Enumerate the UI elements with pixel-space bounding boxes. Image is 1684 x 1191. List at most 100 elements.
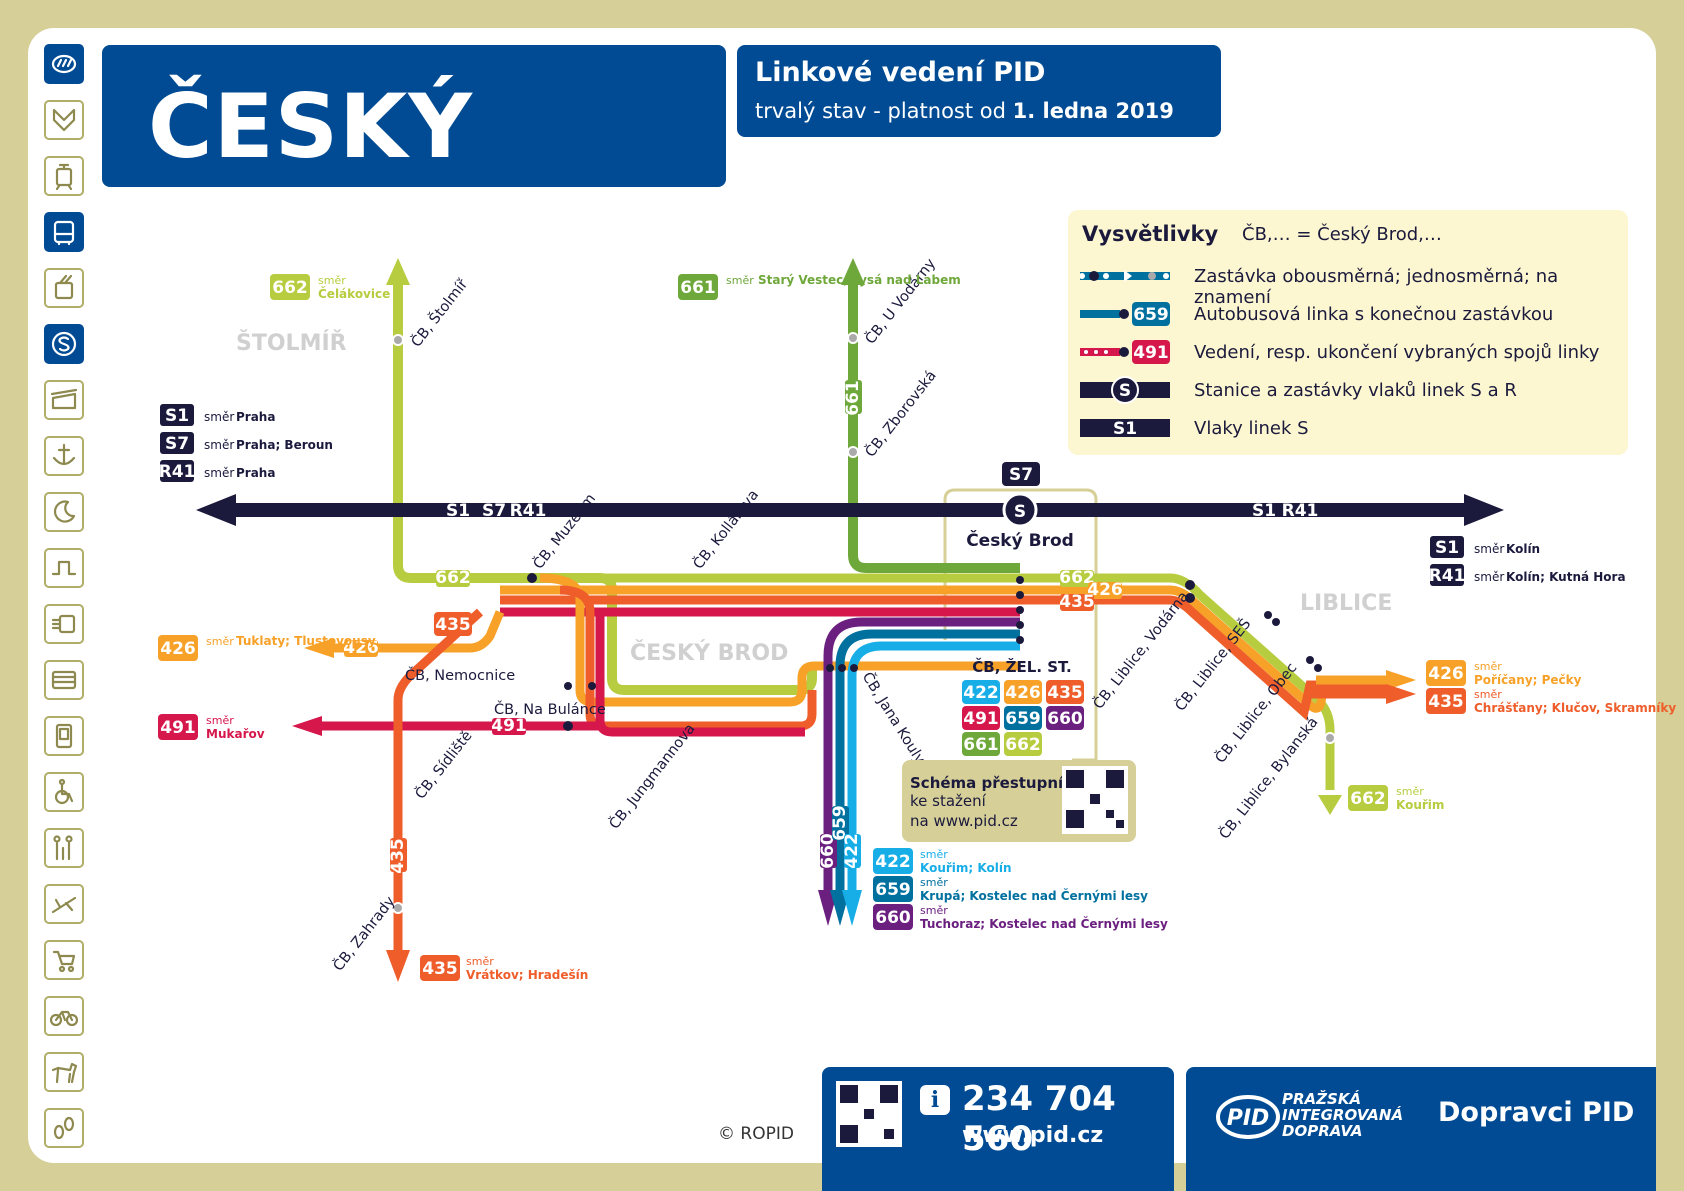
stop-liblice-vodarna: ČB, Liblice, Vodárna — [1089, 588, 1192, 713]
rail-directions-east: S1 směr Kolín R41 směr Kolín; Kutná Hora — [1429, 536, 1626, 586]
hub-badge-661: 661 — [963, 735, 999, 755]
direction-660: 660 směr Tuchoraz; Kostelec nad Černými … — [873, 904, 1168, 931]
line-422 — [847, 641, 1020, 890]
arrow-662-north — [386, 258, 410, 285]
tram-icon[interactable] — [44, 156, 84, 196]
carriers-link[interactable]: Dopravci PID — [1438, 1097, 1635, 1128]
line-label-426-west: 426 — [343, 638, 379, 658]
rail-label-s7-west: S7 — [482, 501, 506, 521]
arrow-rail-west — [196, 494, 236, 526]
svg-text:směr: směr — [206, 635, 234, 648]
direction-662-south: 662 směr Kouřim — [1348, 785, 1444, 812]
line-label-491-west: 491 — [491, 716, 527, 736]
stroller-icon[interactable] — [44, 940, 84, 980]
svg-text:491: 491 — [160, 718, 196, 738]
ferry-icon[interactable] — [44, 436, 84, 476]
arrow-662-south — [1318, 795, 1342, 815]
arrow-491-west — [292, 716, 322, 736]
svg-text:435: 435 — [422, 959, 458, 979]
card-icon[interactable] — [44, 660, 84, 700]
line-491-south-loop — [595, 612, 805, 737]
badge-435-selected-bg — [434, 612, 472, 636]
legend-row-s-lines: Vlaky linek S — [1194, 418, 1309, 439]
line-label-660: 660 — [818, 833, 838, 869]
legend-train-badge: S1 — [1113, 419, 1137, 439]
svg-text:R41: R41 — [159, 462, 196, 482]
rail-directions-west: S1 směr Praha S7 směr Praha; Beroun R41 … — [159, 404, 333, 482]
on-request-icon[interactable] — [44, 548, 84, 588]
direction-661-to: Starý Vestec; Lysá nad Labem — [758, 273, 961, 287]
family-icon[interactable] — [44, 828, 84, 868]
bus-icon[interactable] — [44, 212, 84, 252]
line-label-662-east: 662 — [1059, 568, 1095, 588]
direction-659: 659 směr Krupá; Kostelec nad Černými les… — [873, 876, 1148, 903]
hub-badge-422: 422 — [963, 683, 999, 703]
svg-text:R41: R41 — [1429, 566, 1466, 586]
stop-zborovska: ČB, Zborovská — [861, 367, 940, 461]
stop-dot-stolmir — [392, 334, 404, 346]
svg-text:Kolín; Kutná Hora: Kolín; Kutná Hora — [1506, 570, 1626, 584]
stop-u-vodarny: ČB, U Vodárny — [861, 254, 939, 347]
svg-text:PID: PID — [1227, 1106, 1270, 1131]
stop-jana-kouly: ČB, Jana Kouly — [859, 669, 930, 768]
area-label-cesky-brod: ČESKÝ BROD — [630, 640, 788, 666]
stop-jungmannova: ČB, Jungmannova — [605, 720, 699, 833]
bicycle-icon[interactable] — [44, 996, 84, 1036]
direction-435-south: 435 směr Vrátkov; Hradešín — [420, 955, 588, 982]
legend-train-line-symbol: S1 — [1080, 419, 1170, 439]
stop-dot-zahrady — [392, 902, 404, 914]
legend-title: Vysvětlivky — [1082, 222, 1219, 246]
town-title-box: ČESKÝ BROD — [102, 45, 726, 281]
area-label-stolmir: ŠTOLMÍŘ — [236, 330, 347, 356]
transfer-box-rest: ke stažení — [910, 792, 987, 810]
svg-text:Praha: Praha — [236, 410, 275, 424]
line-label-435-east: 435 — [1059, 592, 1095, 612]
line-label-426-east: 426 — [1087, 580, 1123, 600]
direction-426-west: 426 směr Tuklaty; Tlustovousy — [158, 634, 376, 661]
line-label-422: 422 — [842, 833, 862, 869]
line-435-bundle — [500, 595, 1390, 721]
legend-stop-symbol — [1080, 270, 1170, 282]
line-426-west — [330, 610, 505, 653]
wheelchair-icon[interactable] — [44, 772, 84, 812]
phone-app-icon[interactable] — [44, 716, 84, 756]
hub-badge-435: 435 — [1047, 683, 1083, 703]
svg-text:Krupá; Kostelec nad Černými le: Krupá; Kostelec nad Černými lesy — [920, 888, 1148, 903]
svg-text:směr: směr — [318, 274, 346, 287]
svg-text:směr: směr — [920, 904, 948, 917]
cable-car-icon[interactable] — [44, 380, 84, 420]
metro-icon[interactable] — [44, 100, 84, 140]
ticket-machine-icon[interactable] — [44, 604, 84, 644]
hub-badge-659: 659 — [1005, 709, 1041, 729]
direction-426-east: 426 směr Poříčany; Pečky — [1426, 660, 1582, 687]
svg-text:Praha; Beroun: Praha; Beroun — [236, 438, 333, 452]
svg-text:směr: směr — [1474, 570, 1504, 584]
arrow-435-south — [386, 950, 410, 982]
arrow-rail-east — [1464, 494, 1504, 526]
line-662-east — [480, 573, 1335, 790]
svg-text:S7: S7 — [165, 434, 189, 454]
info-web-link[interactable]: www.pid.cz — [962, 1123, 1104, 1148]
night-icon[interactable] — [44, 492, 84, 532]
line-label-435-south: 435 — [388, 838, 408, 874]
svg-text:659: 659 — [875, 880, 911, 900]
trolleybus-icon[interactable] — [44, 268, 84, 308]
rail-label-s1-east: S1 — [1252, 501, 1276, 521]
svg-text:směr: směr — [1474, 688, 1502, 701]
town-title: ČESKÝ BROD — [148, 75, 473, 281]
train-s-icon[interactable] — [44, 324, 84, 364]
carriers-box: PID PRAŽSKÁ INTEGROVANÁ DOPRAVA Dopravci… — [1186, 1067, 1656, 1191]
hub-badge-660: 660 — [1047, 709, 1083, 729]
svg-text:Kouřim; Kolín: Kouřim; Kolín — [920, 861, 1012, 875]
svg-text:S: S — [1014, 502, 1026, 522]
pid-logo-icon[interactable] — [44, 44, 84, 84]
rail-label-r41-east: R41 — [1282, 501, 1319, 521]
dog-icon[interactable] — [44, 1052, 84, 1092]
airport-icon[interactable] — [44, 884, 84, 924]
legend-row-stop: Zastávka obousměrná; jednosměrná; na zna… — [1194, 266, 1559, 308]
contact-box: i 234 704 560 www.pid.cz — [822, 1067, 1174, 1191]
walking-icon[interactable] — [44, 1108, 84, 1148]
rail-label-s1-west: S1 — [446, 501, 470, 521]
station-frame — [943, 488, 1098, 762]
info-phone[interactable]: 234 704 560 — [962, 1079, 1116, 1159]
